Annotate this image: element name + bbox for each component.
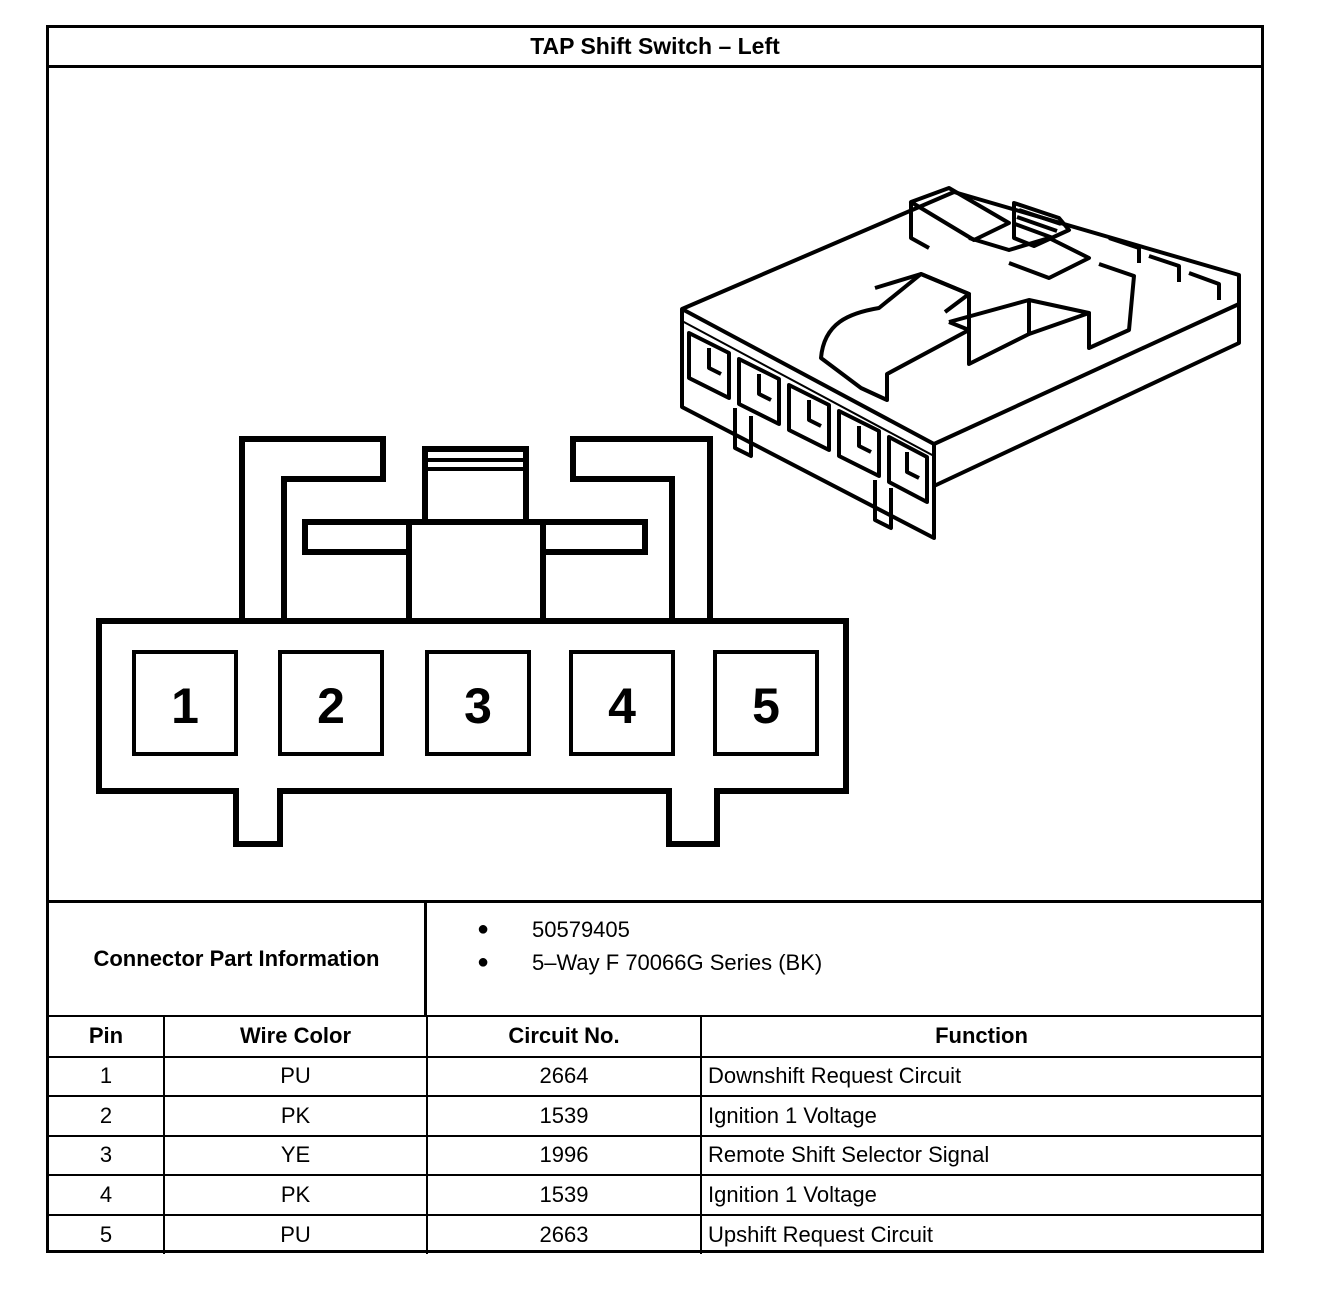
circuit-no-cell: 2663 (426, 1213, 702, 1254)
pin-cell: 5 (49, 1213, 165, 1254)
connector-face-view (96, 436, 849, 847)
pin-cell: 1 (49, 1055, 165, 1097)
wire-color-cell: YE (163, 1134, 428, 1176)
circuit-no-cell: 1539 (426, 1174, 702, 1216)
pin-cell: 4 (49, 1174, 165, 1216)
pin-cavity-4 (569, 650, 675, 756)
table-row: 4 PK 1539 Ignition 1 Voltage (49, 1174, 1261, 1216)
list-item: ● 5–Way F 70066G Series (BK) (427, 946, 1261, 979)
connector-part-information: Connector Part Information ● 50579405 ● … (49, 900, 1261, 1017)
pin-table: Pin Wire Color Circuit No. Function 1 PU… (49, 1017, 1261, 1254)
pin-number-1: 1 (171, 678, 199, 734)
circuit-no-cell: 1539 (426, 1095, 702, 1137)
connector-isometric-view (680, 186, 1241, 540)
function-cell: Upshift Request Circuit (700, 1213, 1261, 1254)
connector-drawing: 1 2 3 4 5 (49, 68, 1261, 900)
pin-cell: 3 (49, 1134, 165, 1176)
column-header-circuit-no: Circuit No. (426, 1017, 702, 1058)
list-item: ● 50579405 (427, 913, 1261, 946)
pin-number-3: 3 (464, 678, 492, 734)
pin-number-2: 2 (317, 678, 345, 734)
function-cell: Remote Shift Selector Signal (700, 1134, 1261, 1176)
pin-cavity-5 (713, 650, 819, 756)
wire-color-cell: PU (163, 1213, 428, 1254)
connector-part-information-list: ● 50579405 ● 5–Way F 70066G Series (BK) (427, 903, 1261, 1015)
function-cell: Downshift Request Circuit (700, 1055, 1261, 1097)
table-row: 3 YE 1996 Remote Shift Selector Signal (49, 1134, 1261, 1176)
column-header-pin: Pin (49, 1017, 165, 1058)
pin-cavity-1 (132, 650, 238, 756)
page-title: TAP Shift Switch – Left (49, 28, 1261, 68)
table-row: 5 PU 2663 Upshift Request Circuit (49, 1213, 1261, 1254)
bullet-icon: ● (477, 951, 490, 973)
table-header-row: Pin Wire Color Circuit No. Function (49, 1017, 1261, 1058)
pin-number-4: 4 (608, 678, 636, 734)
connector-illustration: 1 2 3 4 5 (96, 186, 1241, 847)
column-header-function: Function (700, 1017, 1261, 1058)
connector-sheet: TAP Shift Switch – Left (46, 25, 1264, 1254)
bullet-icon: ● (477, 918, 490, 940)
function-cell: Ignition 1 Voltage (700, 1095, 1261, 1137)
connector-part-information-label: Connector Part Information (49, 903, 427, 1015)
wire-color-cell: PK (163, 1174, 428, 1216)
wire-color-cell: PU (163, 1055, 428, 1097)
circuit-no-cell: 1996 (426, 1134, 702, 1176)
pin-cavity-3 (425, 650, 531, 756)
pin-cavity-2 (278, 650, 384, 756)
table-row: 2 PK 1539 Ignition 1 Voltage (49, 1095, 1261, 1137)
column-header-wire-color: Wire Color (163, 1017, 428, 1058)
part-number: 50579405 (532, 916, 630, 942)
connector-pin-cavities: 1 2 3 4 5 (132, 650, 819, 756)
function-cell: Ignition 1 Voltage (700, 1174, 1261, 1216)
pin-number-5: 5 (752, 678, 780, 734)
table-row: 1 PU 2664 Downshift Request Circuit (49, 1055, 1261, 1097)
pin-cell: 2 (49, 1095, 165, 1137)
connector-series: 5–Way F 70066G Series (BK) (532, 949, 823, 975)
circuit-no-cell: 2664 (426, 1055, 702, 1097)
wire-color-cell: PK (163, 1095, 428, 1137)
